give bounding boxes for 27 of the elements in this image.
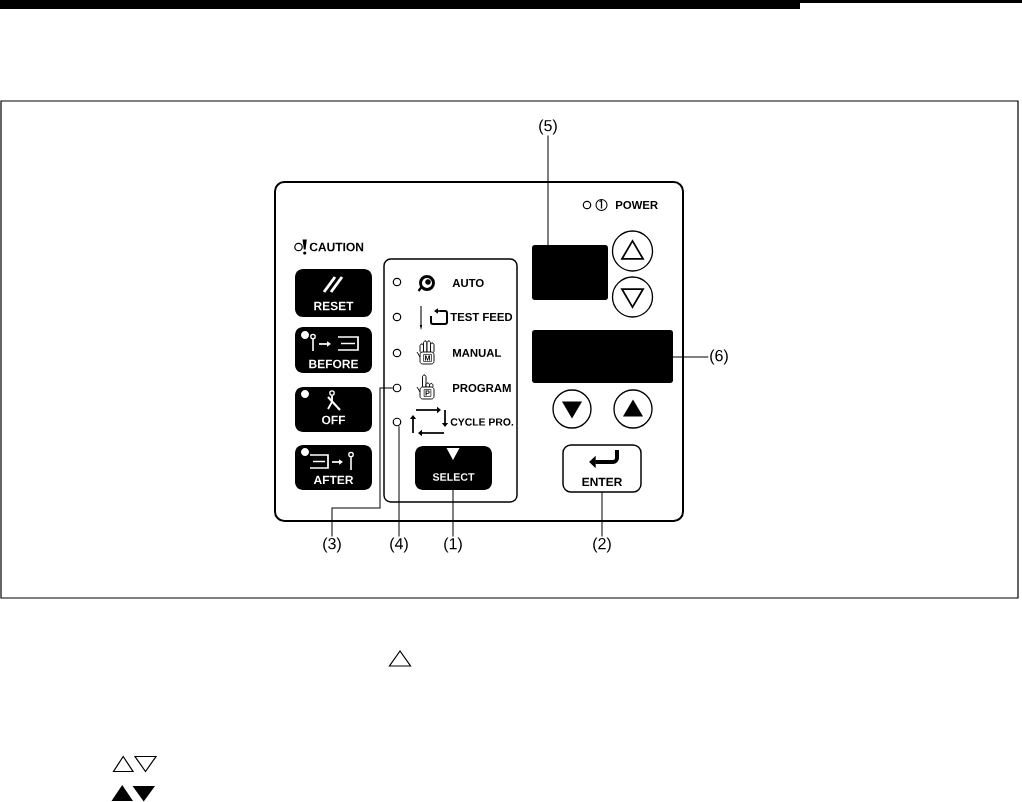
indicator-label: POWER (616, 201, 658, 209)
mode-label: PROGRAM (453, 384, 511, 392)
callout-number: (2) (593, 537, 611, 553)
callout-number: (3) (323, 537, 341, 553)
display-screen (532, 330, 673, 383)
leader-line (672, 356, 709, 358)
leader-line (601, 491, 603, 538)
mode-label: AUTO (452, 279, 484, 287)
mode-label: TEST FEED (450, 313, 513, 321)
push-button: ENTER (562, 444, 642, 493)
indicator-led (392, 383, 402, 393)
indicator-led (392, 417, 402, 427)
mode-label: MANUAL (453, 349, 501, 357)
display-screen (532, 245, 608, 300)
callout-number: (4) (390, 537, 408, 553)
mode-label: CYCLE PRO. (450, 418, 514, 426)
leader-line (398, 425, 400, 538)
push-button: OFF (295, 387, 372, 432)
callout-number: (1) (444, 537, 462, 553)
leader-line (331, 387, 394, 538)
leader-line (547, 134, 549, 246)
callout-number: (5) (539, 119, 557, 135)
push-button: SELECT (415, 446, 492, 490)
callout-number: (6) (710, 349, 728, 365)
indicator-label: CAUTION (309, 242, 364, 252)
push-button: RESET (295, 269, 372, 317)
leader-line (452, 489, 454, 538)
